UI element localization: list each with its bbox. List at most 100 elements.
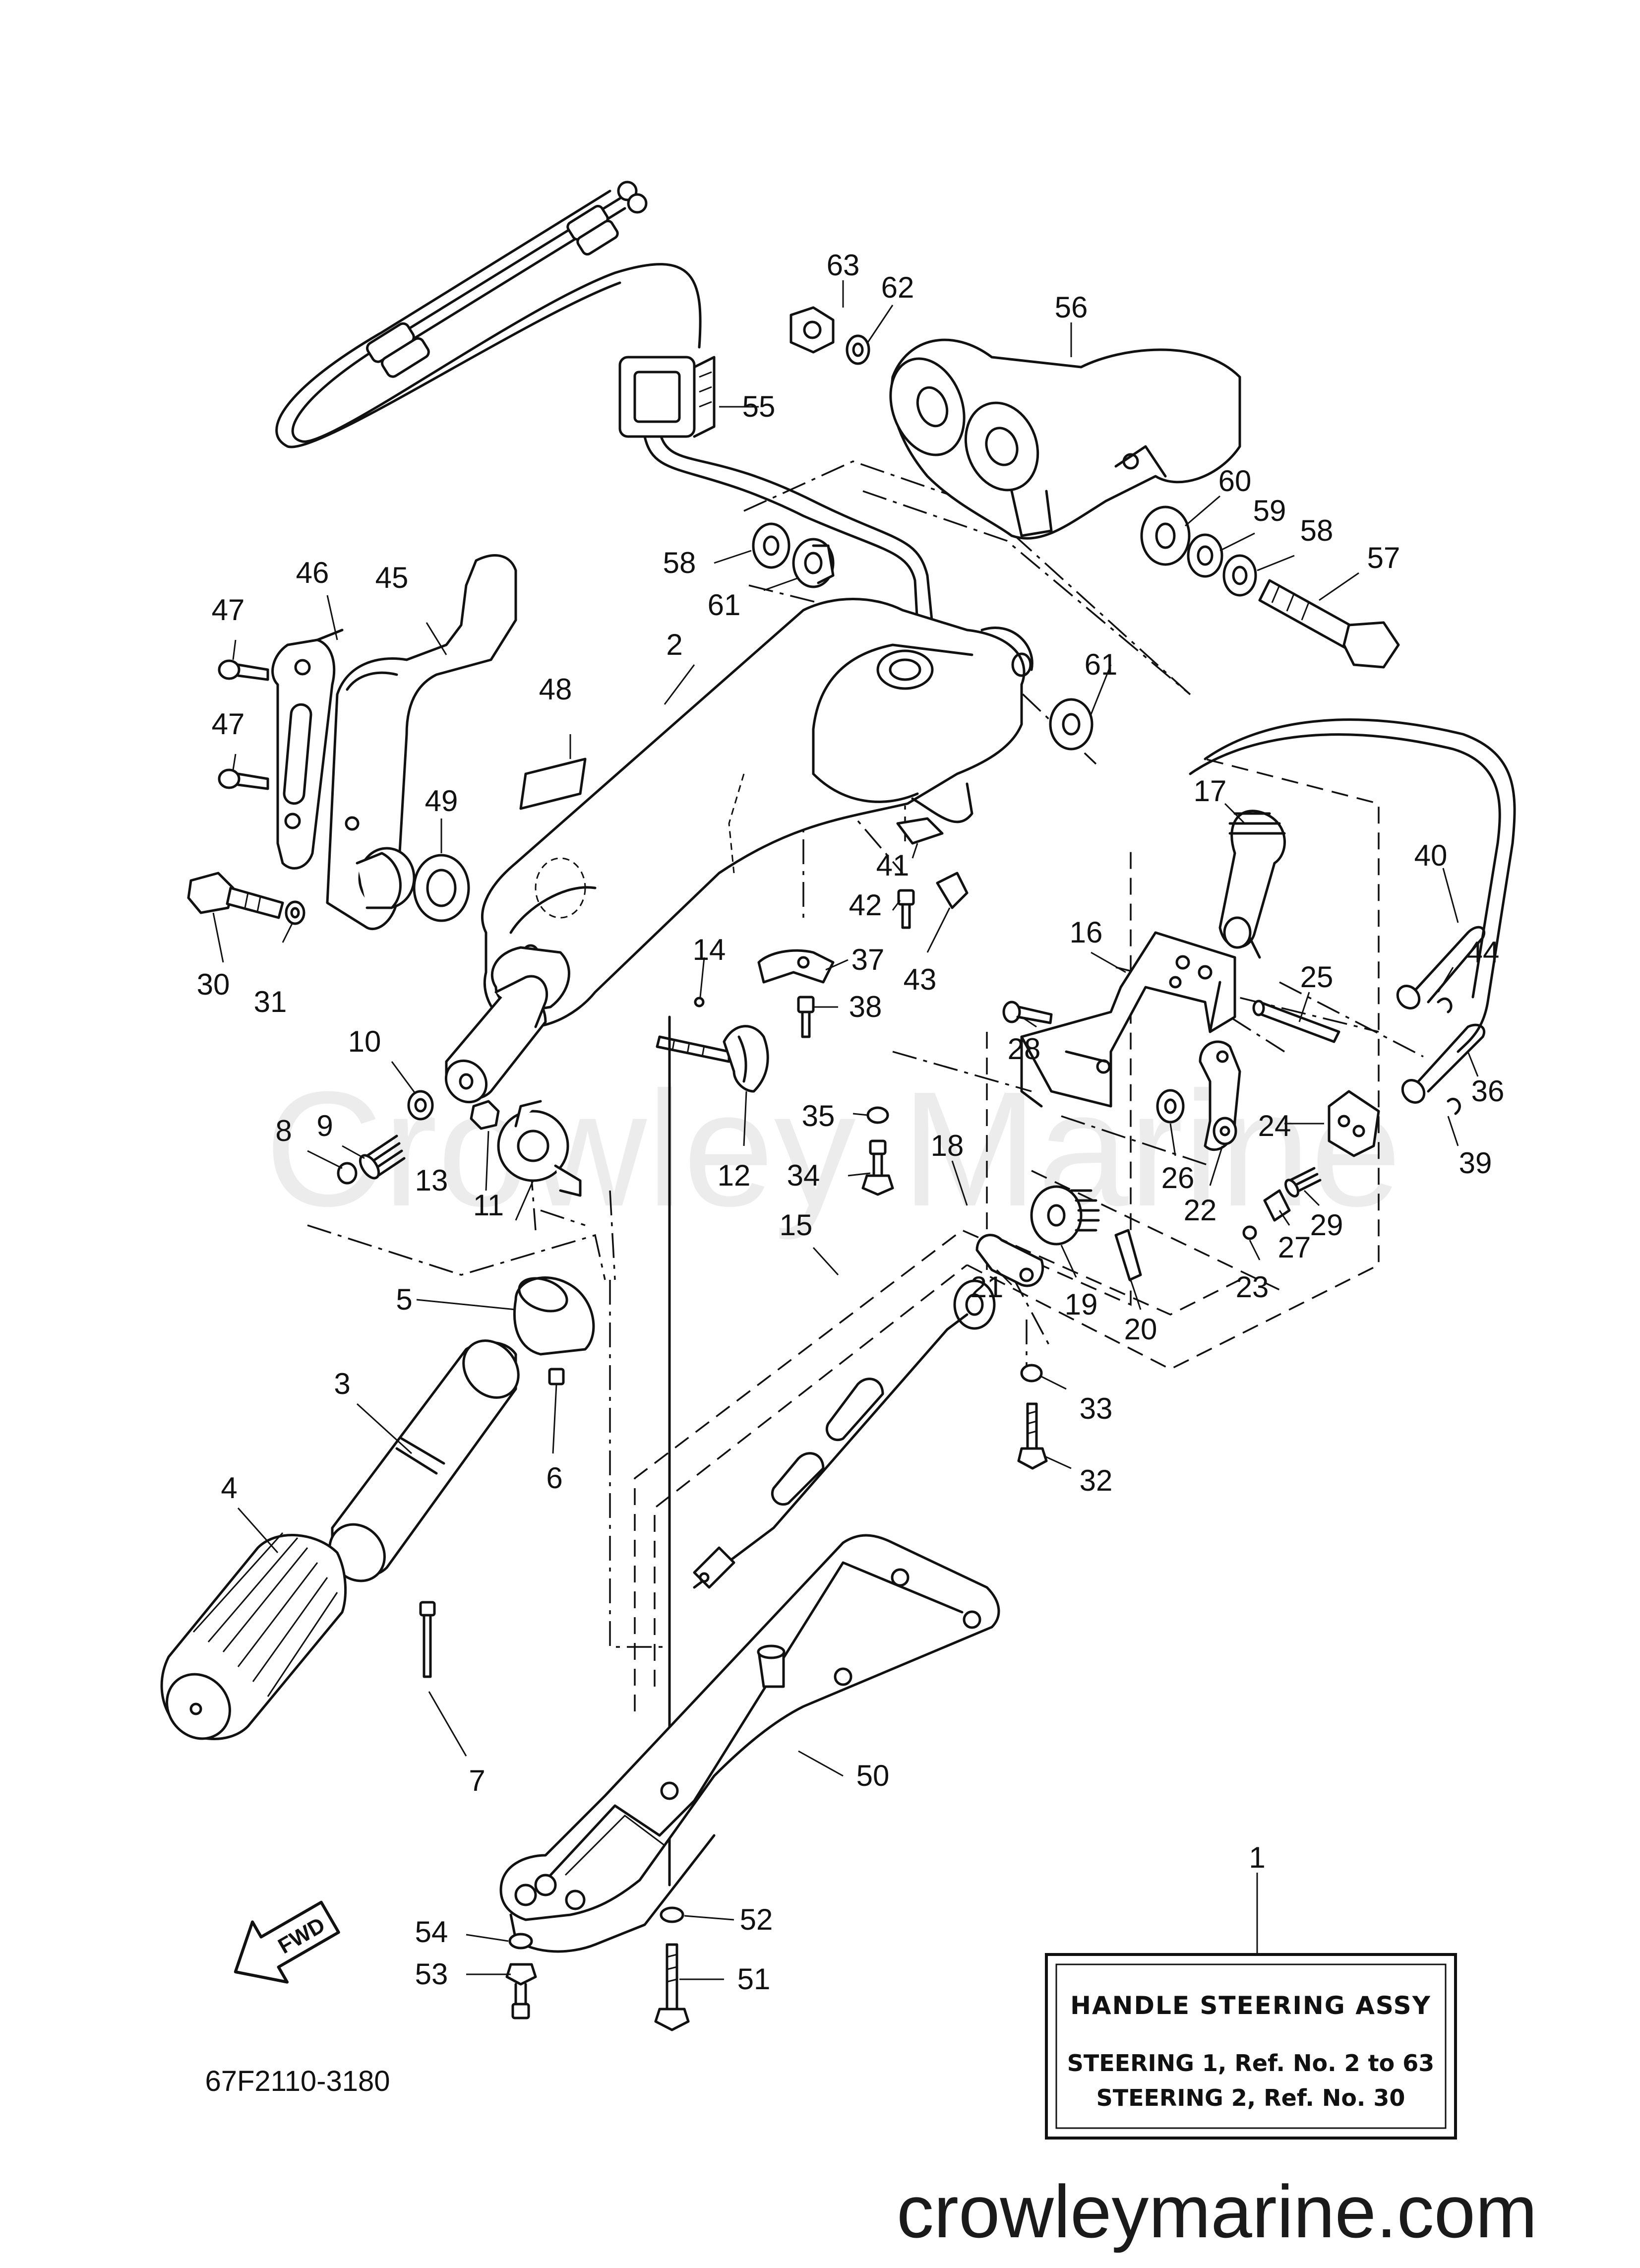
callout-13: 13 bbox=[415, 1164, 448, 1197]
callout-7: 7 bbox=[469, 1764, 485, 1797]
callout-44: 44 bbox=[1466, 936, 1500, 969]
collar-60 bbox=[1140, 505, 1191, 566]
callout-47-top: 47 bbox=[212, 593, 245, 627]
ball-23 bbox=[1242, 1225, 1257, 1240]
throttle-shaft bbox=[444, 975, 548, 1104]
fwd-direction-arrow: FWD bbox=[234, 1900, 340, 1984]
callout-51: 51 bbox=[737, 1962, 771, 1996]
screw-7 bbox=[419, 1601, 436, 1678]
assembly-line-2: STEERING 2, Ref. No. 30 bbox=[1096, 2084, 1405, 2111]
callout-25: 25 bbox=[1300, 960, 1334, 994]
callout-58-right: 58 bbox=[1300, 514, 1334, 547]
washer-58-right bbox=[1222, 554, 1257, 597]
clip-37 bbox=[757, 949, 835, 984]
washer-26 bbox=[1156, 1089, 1185, 1124]
leader-lines bbox=[212, 280, 1479, 1980]
assembly-line-1: STEERING 1, Ref. No. 2 to 63 bbox=[1067, 2050, 1435, 2077]
callout-29: 29 bbox=[1310, 1208, 1343, 1242]
callout-59: 59 bbox=[1253, 494, 1286, 527]
callout-26: 26 bbox=[1161, 1161, 1195, 1195]
diagram-code: 67F2110-3180 bbox=[205, 2065, 390, 2097]
callout-11: 11 bbox=[473, 1189, 504, 1222]
pinion-17 bbox=[1218, 810, 1286, 959]
callout-31: 31 bbox=[254, 985, 287, 1018]
bolt-42 bbox=[897, 889, 915, 929]
site-url: crowleymarine.com bbox=[897, 2170, 1537, 2253]
callout-5: 5 bbox=[396, 1283, 412, 1316]
callout-47-bottom: 47 bbox=[212, 707, 245, 741]
bracket-16 bbox=[1020, 931, 1236, 1108]
callout-33: 33 bbox=[1080, 1392, 1113, 1425]
washer-31 bbox=[285, 900, 305, 925]
clip-27 bbox=[1263, 1189, 1291, 1222]
cam-11 bbox=[497, 1100, 582, 1197]
washer-35 bbox=[866, 1106, 889, 1124]
callout-50: 50 bbox=[856, 1759, 890, 1792]
callout-63: 63 bbox=[827, 249, 860, 282]
screw-47-top bbox=[218, 659, 269, 681]
callout-58-left: 58 bbox=[663, 546, 696, 579]
callout-2: 2 bbox=[666, 628, 682, 661]
clip-43 bbox=[936, 872, 969, 909]
callout-9: 9 bbox=[316, 1109, 333, 1142]
callout-20: 20 bbox=[1124, 1313, 1157, 1346]
bolt-32 bbox=[1017, 1402, 1048, 1470]
callout-8: 8 bbox=[275, 1114, 292, 1147]
washer-59 bbox=[1187, 533, 1223, 578]
bolt-51 bbox=[654, 1943, 690, 2031]
callout-43: 43 bbox=[904, 963, 937, 996]
washer-62 bbox=[846, 334, 870, 365]
base-plate-50 bbox=[499, 1534, 1000, 1953]
callout-34: 34 bbox=[787, 1159, 820, 1192]
cover-45 bbox=[326, 554, 517, 930]
callout-35: 35 bbox=[802, 1099, 835, 1133]
callout-45: 45 bbox=[375, 561, 409, 594]
pin-14 bbox=[694, 997, 705, 1008]
screw-6 bbox=[548, 1368, 565, 1386]
spring-9 bbox=[359, 1134, 406, 1180]
grip-sleeve-5 bbox=[513, 1276, 595, 1356]
callout-37: 37 bbox=[851, 943, 885, 976]
bolt-53 bbox=[505, 1963, 537, 2019]
callout-60: 60 bbox=[1218, 464, 1252, 498]
callout-30: 30 bbox=[197, 968, 230, 1001]
block-24 bbox=[1328, 1090, 1380, 1157]
washer-33 bbox=[1020, 1364, 1043, 1383]
lever-22 bbox=[1199, 1040, 1241, 1151]
callout-53: 53 bbox=[415, 1957, 448, 1991]
callout-17: 17 bbox=[1194, 774, 1227, 808]
bolt-38 bbox=[797, 996, 815, 1038]
callout-10: 10 bbox=[348, 1025, 381, 1058]
decal-48 bbox=[519, 757, 587, 810]
callout-21: 21 bbox=[971, 1270, 1004, 1304]
callout-32: 32 bbox=[1080, 1464, 1113, 1497]
bushing-61-left bbox=[792, 538, 835, 588]
bolt-30 bbox=[187, 872, 284, 919]
callout-15: 15 bbox=[780, 1208, 813, 1242]
callout-39: 39 bbox=[1459, 1146, 1492, 1180]
clip-41 bbox=[896, 817, 944, 845]
strap-46 bbox=[271, 629, 344, 870]
callout-28: 28 bbox=[1008, 1032, 1041, 1066]
callout-40: 40 bbox=[1414, 839, 1448, 872]
spring-29 bbox=[1284, 1167, 1322, 1197]
washer-58-left bbox=[752, 522, 790, 569]
bolt-34 bbox=[861, 1139, 894, 1196]
push-pull-cable-15 bbox=[693, 1313, 969, 1589]
callout-48: 48 bbox=[539, 673, 572, 706]
callout-23: 23 bbox=[1236, 1270, 1269, 1304]
assembly-label-box: HANDLE STEERING ASSY STEERING 1, Ref. No… bbox=[1045, 1953, 1457, 2140]
callout-62: 62 bbox=[881, 271, 914, 304]
callout-57: 57 bbox=[1367, 541, 1400, 574]
throttle-cable-assembly bbox=[275, 181, 934, 627]
shift-cable-route bbox=[1189, 718, 1516, 1115]
callout-38: 38 bbox=[849, 990, 882, 1023]
callout-36: 36 bbox=[1471, 1074, 1505, 1108]
callout-27: 27 bbox=[1278, 1231, 1311, 1264]
callout-46: 46 bbox=[296, 556, 329, 589]
callout-49: 49 bbox=[425, 784, 458, 818]
callout-1: 1 bbox=[1249, 1841, 1265, 1874]
washer-54 bbox=[508, 1933, 533, 1950]
callout-42: 42 bbox=[849, 888, 882, 922]
